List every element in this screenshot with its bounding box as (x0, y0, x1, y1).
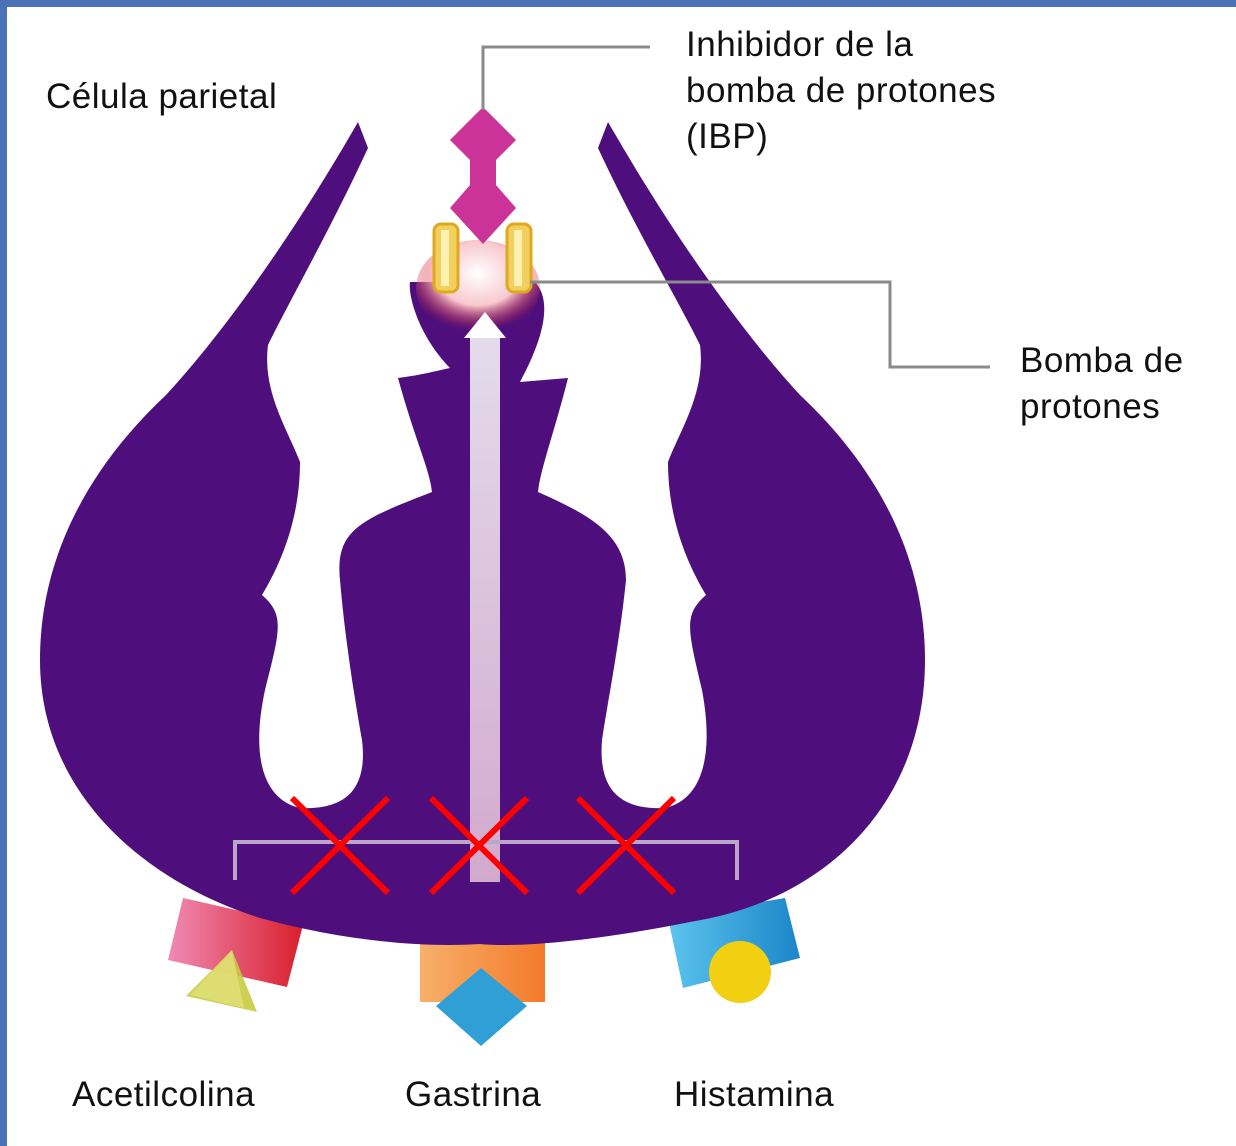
label-pump-line-1: Bomba de (1020, 338, 1184, 384)
label-inhibitor-line-2: bomba de protones (686, 68, 996, 114)
label-gastrina: Gastrina (405, 1072, 541, 1118)
label-acetilcolina: Acetilcolina (72, 1072, 255, 1118)
label-cell: Célula parietal (46, 74, 277, 120)
acid-secretion-arrow (464, 312, 506, 882)
label-pump-line-2: protones (1020, 384, 1160, 430)
inhibitor-ibp-icon (450, 107, 516, 244)
label-inhibitor-line-3: (IBP) (686, 114, 768, 160)
inhibitor-leader-line (483, 47, 650, 110)
label-histamina: Histamina (674, 1072, 834, 1118)
label-inhibitor-line-1: Inhibidor de la (686, 22, 913, 68)
